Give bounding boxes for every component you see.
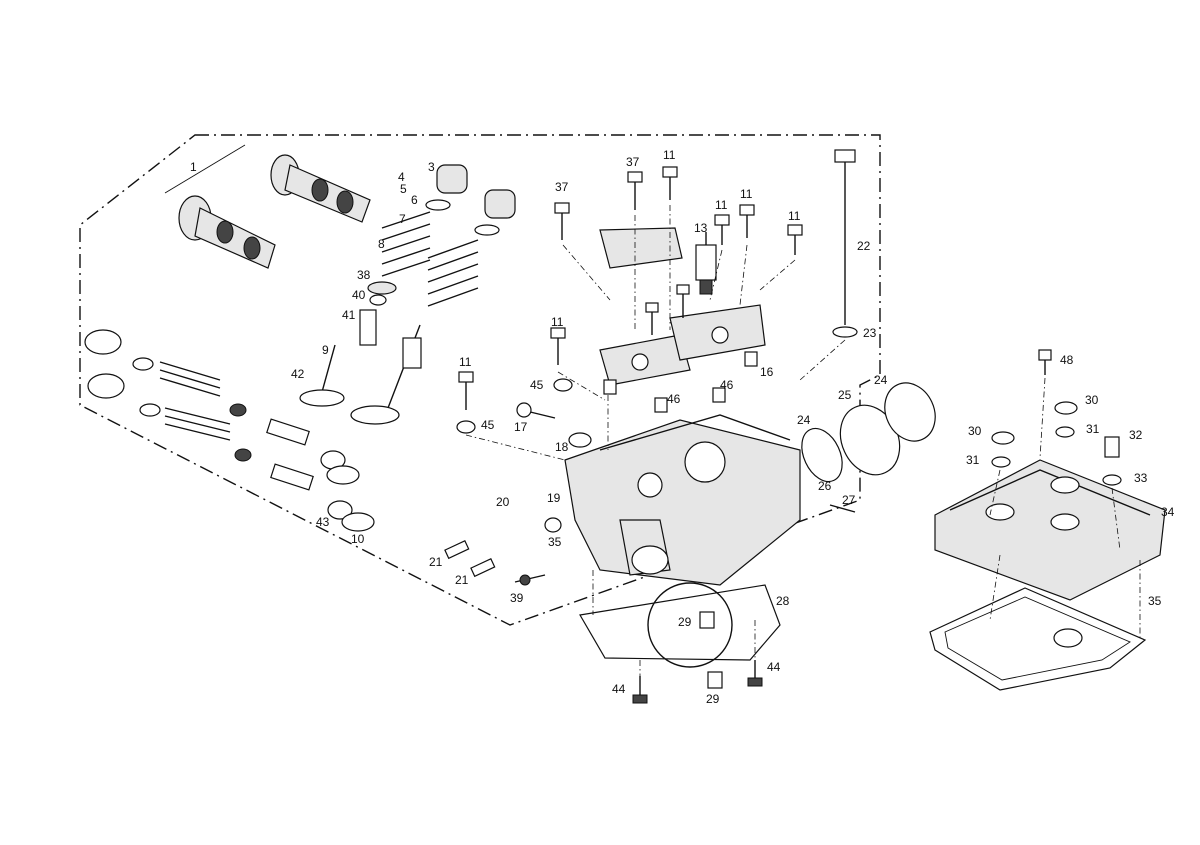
camshaft-lower [178,195,276,269]
callout-7: 7 [399,212,406,226]
callout-5: 5 [400,182,407,196]
callout-4: 4 [398,170,405,184]
leader-lines [465,205,1141,676]
callout-42: 42 [291,367,305,381]
callout-46a: 46 [720,378,734,392]
valve-cover-assembly [929,349,1166,691]
callout-21b: 21 [455,573,469,587]
callout-27: 27 [842,493,856,507]
callout-43: 43 [316,515,330,529]
callout-22: 22 [857,239,871,253]
callout-35b: 35 [1148,594,1162,608]
callout-30b: 30 [1085,393,1099,407]
callout-19: 19 [547,491,561,505]
callout-17: 17 [514,420,528,434]
callout-45b: 45 [481,418,495,432]
callout-3: 3 [428,160,435,174]
callout-23: 23 [863,326,877,340]
callout-28: 28 [776,594,790,608]
callout-31b: 31 [1086,422,1100,436]
callout-11f: 11 [459,355,472,369]
assembly-boundary [79,134,881,626]
callout-11d: 11 [788,209,801,223]
callout-13: 13 [694,221,708,235]
cylinder-head [564,414,801,586]
callout-45a: 45 [530,378,544,392]
callout-1: 1 [190,160,197,174]
callout-11b: 11 [740,187,753,201]
callout-41: 41 [342,308,356,322]
callout-21a: 21 [429,555,443,569]
callout-44a: 44 [612,682,626,696]
callout-24a: 24 [874,373,888,387]
callout-8: 8 [378,237,385,251]
cam-bearing-caps [599,227,766,386]
camshaft-upper [270,154,371,223]
callout-16: 16 [760,365,774,379]
small-parts [444,351,856,586]
callout-25: 25 [838,388,852,402]
callout-11c: 11 [715,198,728,212]
callout-44b: 44 [767,660,781,674]
head-gasket [579,582,781,704]
callout-30a: 30 [968,424,982,438]
callout-9: 9 [322,343,329,357]
callout-6: 6 [411,193,418,207]
callout-35a: 35 [548,535,562,549]
valve-set-left [84,329,375,532]
callout-33: 33 [1134,471,1148,485]
callout-48: 48 [1060,353,1074,367]
callout-20: 20 [496,495,510,509]
callout-24b: 24 [797,413,811,427]
callout-40: 40 [352,288,366,302]
camshaft-leader [164,144,246,194]
bolts [456,149,858,434]
callout-11a: 11 [663,148,676,162]
callout-37b: 37 [555,180,569,194]
valve-set-upper [299,164,516,425]
callout-34: 34 [1161,505,1175,519]
callout-29b: 29 [706,692,720,706]
callout-18: 18 [555,440,569,454]
callout-29a: 29 [678,615,692,629]
callout-37a: 37 [626,155,640,169]
callout-labels: 1 3 4 5 6 7 8 38 40 41 9 42 43 10 37 11 … [190,148,1175,706]
callout-46b: 46 [667,392,681,406]
callout-38: 38 [357,268,371,282]
callout-11e: 11 [551,315,564,329]
callout-39: 39 [510,591,524,605]
intake-rubber [801,382,936,483]
callout-32: 32 [1129,428,1143,442]
spark-plug [695,232,717,295]
callout-31a: 31 [966,453,980,467]
callout-10: 10 [351,532,365,546]
callout-26: 26 [818,479,832,493]
